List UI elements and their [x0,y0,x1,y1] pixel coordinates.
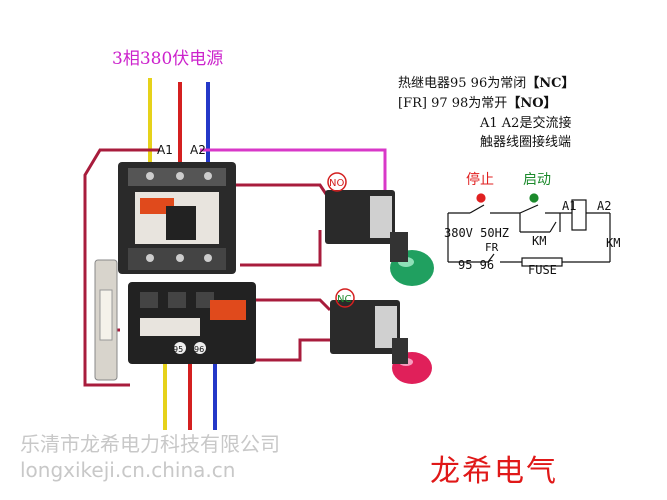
note-line-2-text: [FR] 97 98为常开 [398,96,508,111]
fr-terminals-label: 95 96 [458,258,495,272]
nc-label: NC [337,294,351,305]
note-line-4: 触器线圈接线端 [480,135,572,150]
no-tag: 【NO】 [507,96,557,111]
contactor-a1-label: A1 [157,143,173,157]
thermal-overload-relay [128,282,256,364]
nc-tag: 【NC】 [526,76,575,91]
no-label: NO [329,178,344,189]
relay-terminal-96: 96 [194,345,204,354]
fuse-label: FUSE [528,263,557,277]
km-contact-label: KM [532,234,547,248]
schematic-a1-label: A1 [562,199,577,213]
supply-label: 380V 50HZ [444,226,510,240]
relay-terminal-95: 95 [173,345,183,354]
brand-logo: 龙希电气 [430,454,558,489]
start-pushbutton [325,190,434,286]
note-line-1: 热继电器95 96为常闭【NC】 [398,72,574,91]
km-coil-label: KM [606,236,621,250]
start-label: 启动 [523,172,551,188]
load-wires [163,364,217,430]
watermark-company: 乐清市龙希电力科技有限公司 [20,432,280,456]
ac-contactor [118,162,236,274]
note-line-1-text: 热继电器95 96为常闭 [398,76,527,91]
note-line-3: A1 A2是交流接 [480,116,572,131]
supply-wires [148,78,210,170]
note-line-2: [FR] 97 98为常开【NO】 [398,92,557,111]
fuse-holder [94,259,118,381]
schematic-a2-label: A2 [597,199,612,213]
watermark-url: longxikeji.cn.china.cn [20,458,236,482]
contactor-a2-label: A2 [190,143,206,157]
stop-pushbutton [330,300,432,384]
stop-label: 停止 [466,172,494,188]
control-schematic [447,193,611,267]
fr-label: FR [485,241,499,254]
diagram-title: 3相380伏电源 [112,49,224,69]
